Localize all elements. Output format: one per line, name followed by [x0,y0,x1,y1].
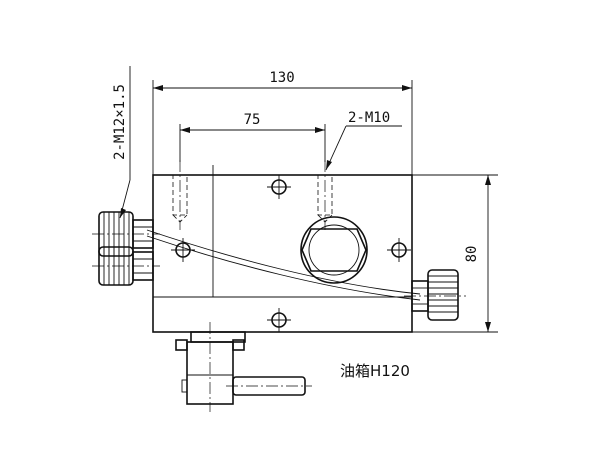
large-port [300,216,368,284]
top-tapped-holes [172,160,333,230]
side-ports-callout: 2-M12×1.5 [112,66,131,219]
hole-spacing-dimension: 75 [179,112,326,162]
side-ports-label: 2-M12×1.5 [112,84,128,160]
valve-body [152,165,413,343]
top-ports-callout: 2-M10 [325,110,402,171]
mounting-holes [171,175,411,332]
left-fitting-upper [92,211,160,257]
overall-height-label: 80 [464,246,480,263]
right-fitting [404,269,466,321]
top-ports-label: 2-M10 [348,110,390,126]
overall-width-label: 130 [269,70,294,86]
tank-return-pipe [175,322,312,412]
hole-spacing-label: 75 [244,112,261,128]
tank-label: 油箱H120 [340,362,410,380]
connecting-tube [146,229,421,301]
overall-width-dimension: 130 [152,70,413,175]
overall-height-dimension: 80 [412,174,498,333]
left-fitting-lower [92,246,160,286]
